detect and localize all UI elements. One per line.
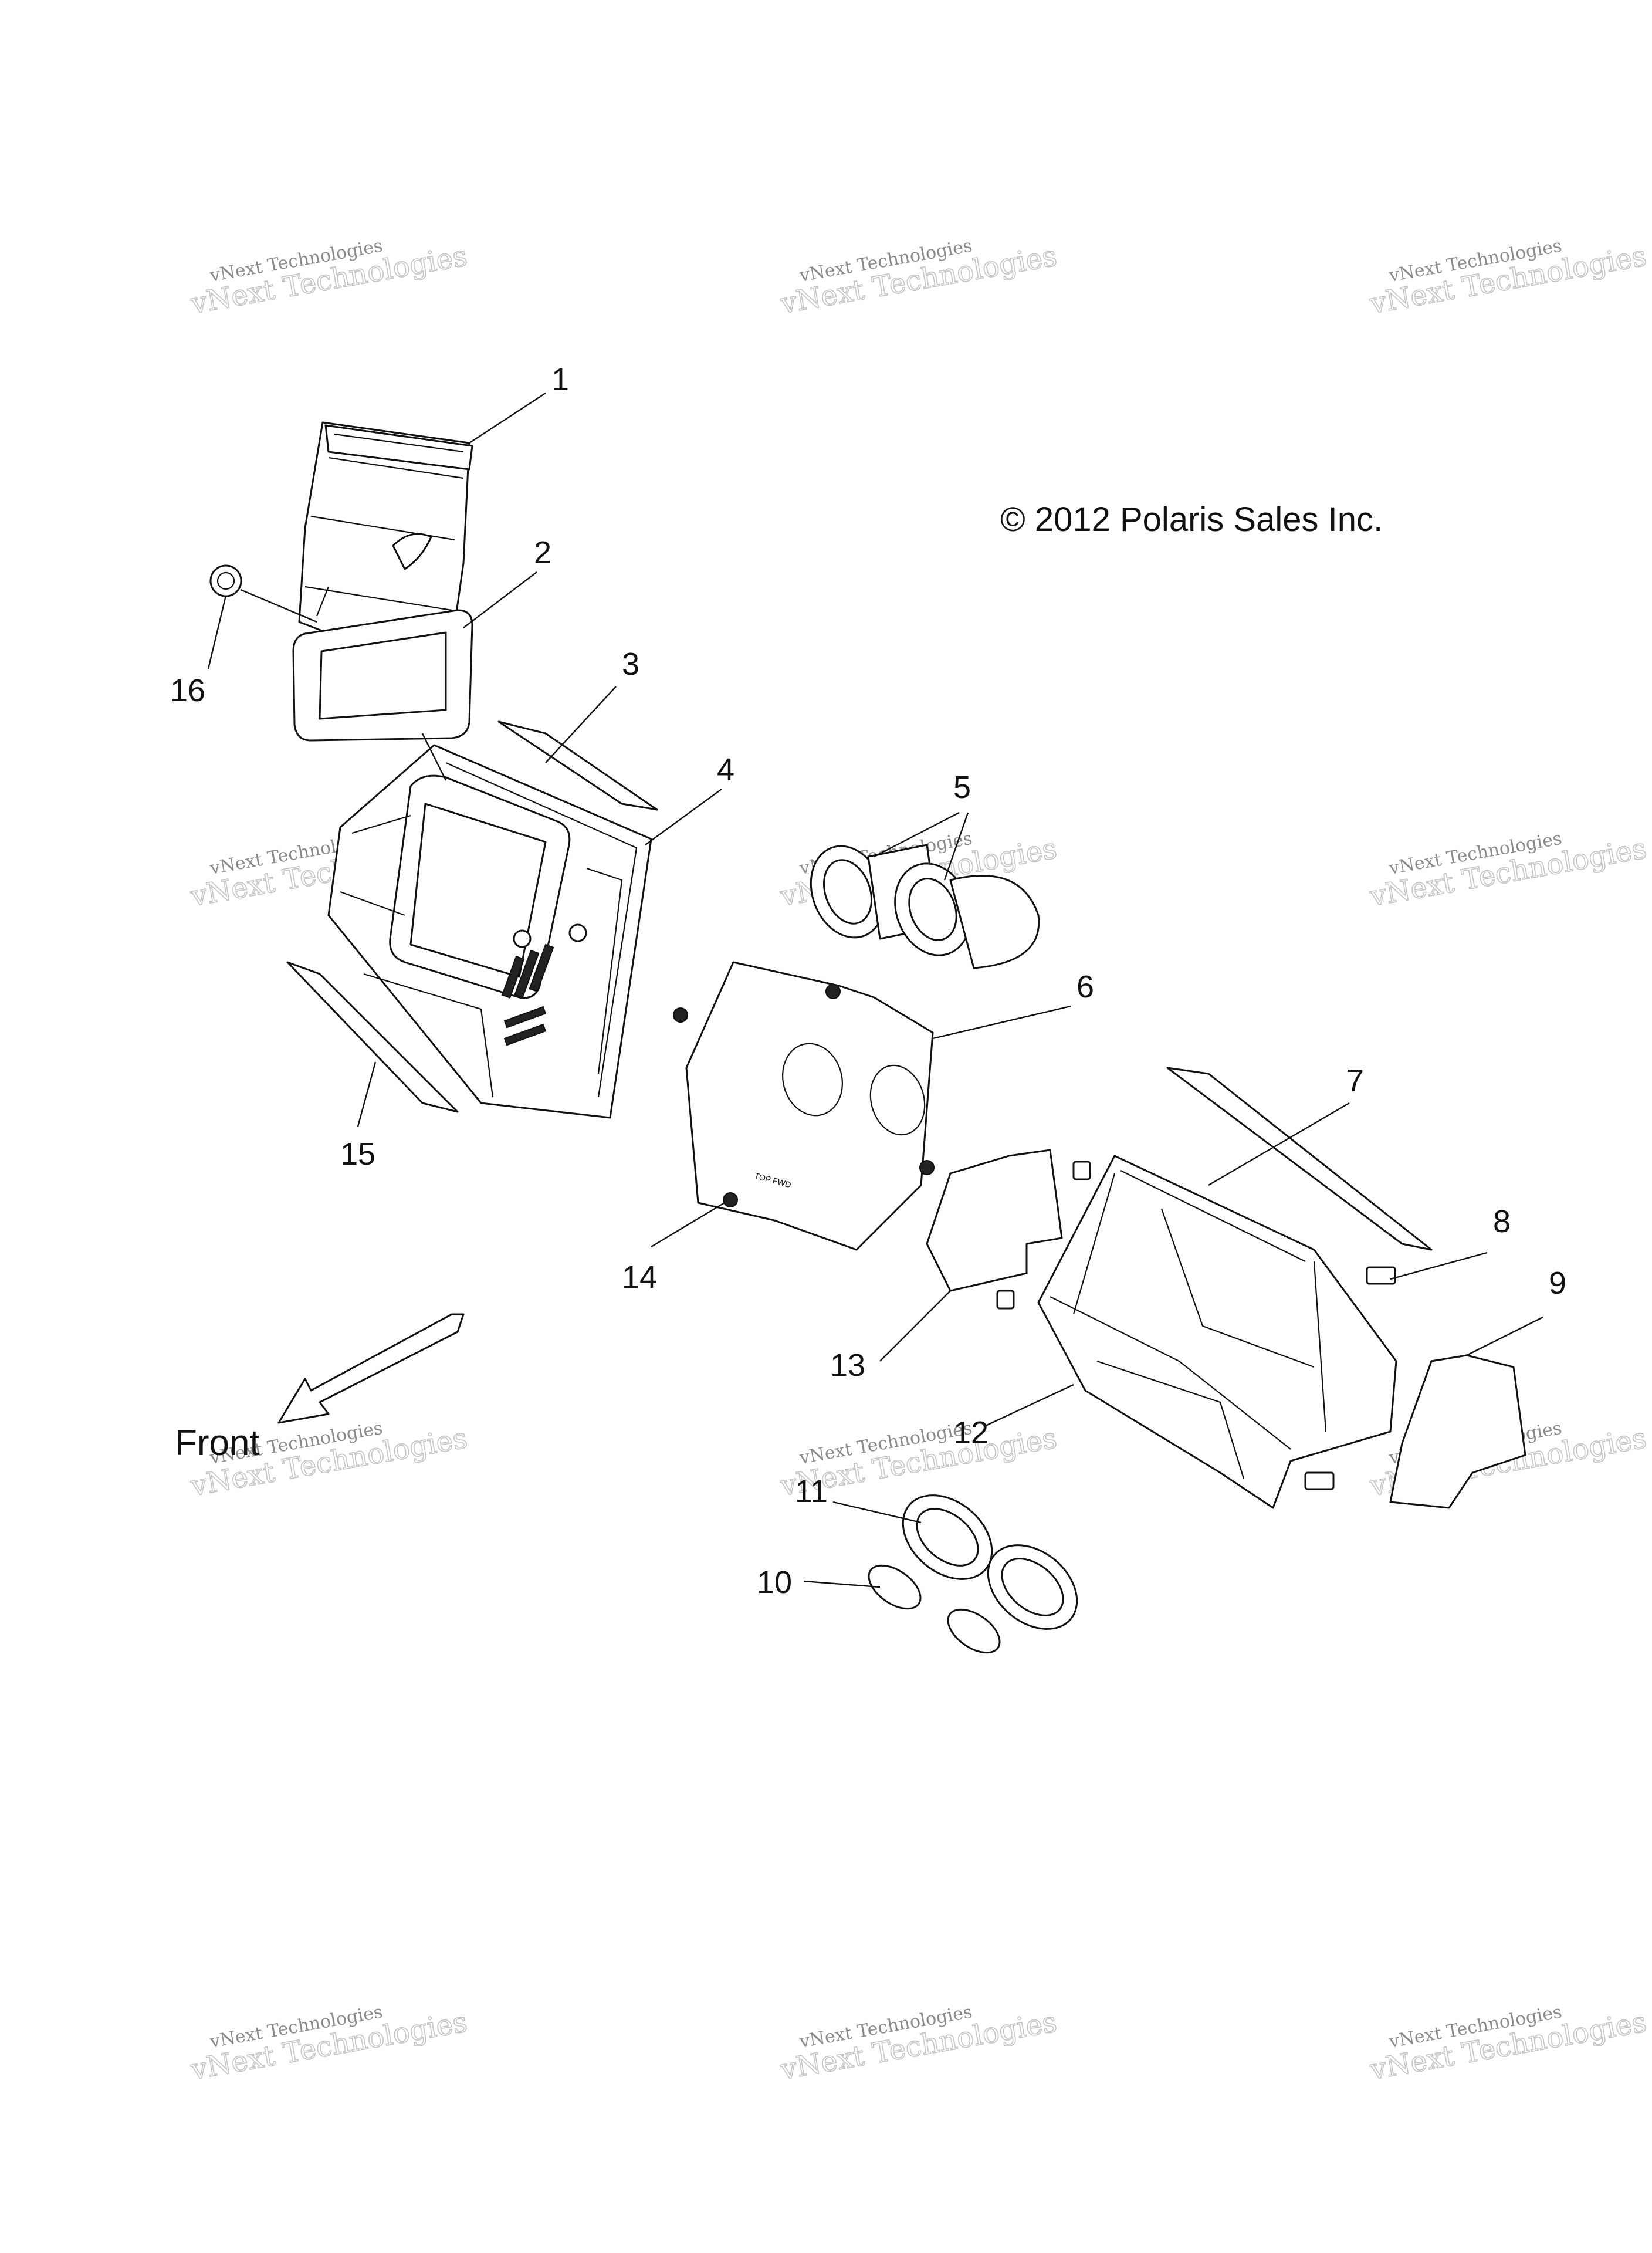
- callout-6: 6: [1076, 969, 1094, 1004]
- callout-numbers: 1 2 3 4 5 6 7 8 9 10 11 12 13 14 15 16: [170, 362, 1566, 1600]
- copyright-text: © 2012 Polaris Sales Inc.: [1000, 500, 1383, 539]
- leader-lines: [207, 392, 1543, 1588]
- part-5-couplers: [810, 844, 1040, 969]
- part-14-screws: [673, 984, 935, 1207]
- part-8-grommets: [996, 1161, 1396, 1490]
- part-6-plate: TOP FWD: [685, 961, 934, 1251]
- part-15-strip: [286, 961, 459, 1113]
- callout-8: 8: [1493, 1204, 1511, 1239]
- callout-5: 5: [953, 770, 971, 805]
- watermark-top-left: vNext Technologies vNext Technologies: [188, 236, 470, 321]
- watermark-bottom-right: vNext Technologies vNext Technologies: [1367, 2002, 1650, 2087]
- part-2-gasket: [292, 609, 473, 742]
- part-4-airbox-cover: [327, 744, 652, 1119]
- callout-9: 9: [1549, 1266, 1566, 1301]
- front-arrow-icon: [277, 1313, 465, 1424]
- callout-10: 10: [757, 1565, 792, 1600]
- callout-7: 7: [1346, 1063, 1364, 1098]
- watermark-top-center: vNext Technologies vNext Technologies: [777, 236, 1060, 321]
- callout-2: 2: [534, 535, 551, 570]
- callout-3: 3: [622, 647, 639, 682]
- part-12-airbox: [1037, 1155, 1397, 1509]
- part-1-intake-boot: [298, 421, 473, 652]
- callout-16: 16: [170, 673, 205, 708]
- watermark-top-right: vNext Technologies vNext Technologies: [1367, 236, 1650, 321]
- part-3-strip: [497, 720, 658, 811]
- watermark-bottom-center: vNext Technologies vNext Technologies: [777, 2002, 1060, 2087]
- front-label: Front: [175, 1423, 260, 1463]
- part-13-shield: [926, 1149, 1063, 1292]
- watermark-bottom-left: vNext Technologies vNext Technologies: [188, 2002, 470, 2087]
- callout-4: 4: [717, 752, 734, 787]
- part-10-clamps: [868, 1564, 1001, 1654]
- part-9-shield: [1389, 1354, 1526, 1509]
- callout-14: 14: [622, 1260, 657, 1295]
- callout-1: 1: [551, 362, 569, 397]
- watermark-mid-right: vNext Technologies vNext Technologies: [1367, 828, 1650, 914]
- callout-15: 15: [340, 1136, 375, 1172]
- part-11-couplers: [902, 1494, 1078, 1630]
- callout-12: 12: [953, 1415, 989, 1450]
- callout-11: 11: [795, 1474, 828, 1509]
- callout-13: 13: [830, 1348, 865, 1383]
- part-7-strip: [1166, 1067, 1433, 1251]
